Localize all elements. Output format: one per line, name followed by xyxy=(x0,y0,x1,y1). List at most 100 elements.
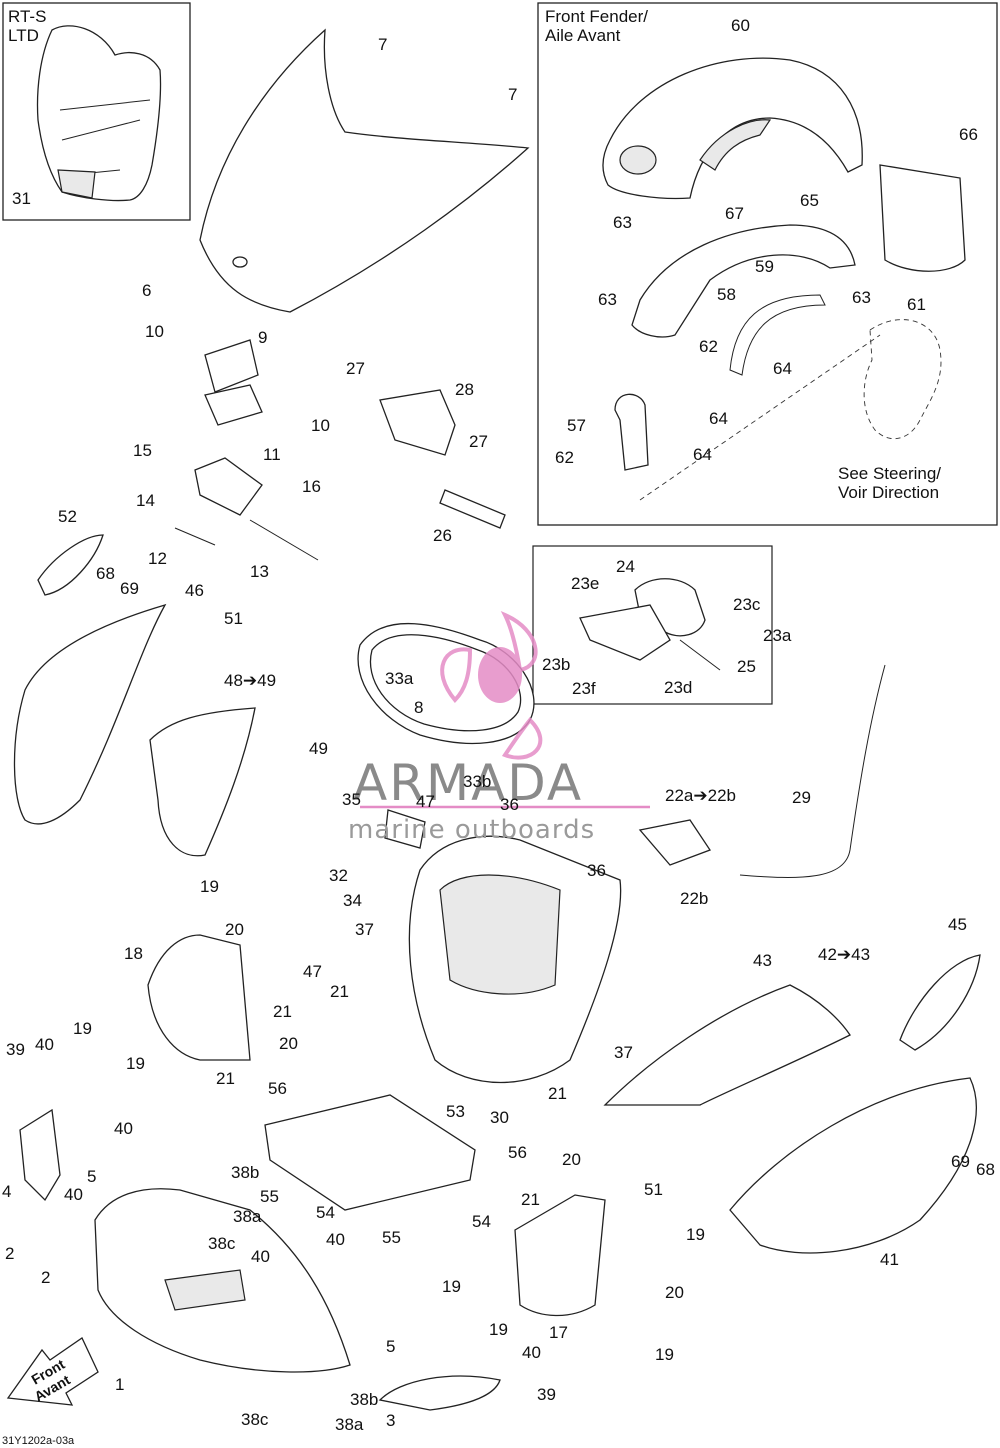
callout-label: 43 xyxy=(753,951,772,970)
callout-label: 19 xyxy=(686,1225,705,1244)
callout-label: 65 xyxy=(800,191,819,210)
callout-label: 27 xyxy=(346,359,365,378)
callout-label: 13 xyxy=(250,562,269,581)
callout-label: 21 xyxy=(216,1069,235,1088)
part-9 xyxy=(204,339,259,393)
callout-label: 63 xyxy=(598,290,617,309)
callout-label: 40 xyxy=(114,1119,133,1138)
callout-label: 64 xyxy=(709,409,728,428)
callout-label: 17 xyxy=(549,1323,568,1342)
callout-label: 36 xyxy=(500,795,519,814)
part-18 xyxy=(147,934,251,1061)
callout-label: 10 xyxy=(311,416,330,435)
callout-label: 51 xyxy=(224,609,243,628)
part-11 xyxy=(194,457,263,516)
part-52 xyxy=(37,534,104,596)
callout-label: 53 xyxy=(446,1102,465,1121)
callout-label: 40 xyxy=(64,1185,83,1204)
callout-label: 30 xyxy=(490,1108,509,1127)
callout-label: 26 xyxy=(433,526,452,545)
callout-label: 54 xyxy=(472,1212,491,1231)
callout-label: 56 xyxy=(508,1143,527,1162)
callout-label: 21 xyxy=(548,1084,567,1103)
callout-label: 24 xyxy=(616,557,635,576)
callout-label: 38c xyxy=(241,1410,269,1429)
part-29-cable xyxy=(739,664,886,878)
callout-label: 29 xyxy=(792,788,811,807)
callout-label: 68 xyxy=(96,564,115,583)
callout-label: 21 xyxy=(521,1190,540,1209)
inset-front-fender: Front Fender/ Aile Avant See Steering/ V… xyxy=(537,2,998,526)
callout-label: 21 xyxy=(330,982,349,1001)
callout-label: 5 xyxy=(386,1337,395,1356)
callout-label: 40 xyxy=(326,1230,345,1249)
callout-label: 38a xyxy=(335,1415,364,1434)
callout-label: 19 xyxy=(200,877,219,896)
callout-label: 4 xyxy=(2,1182,11,1201)
callout-label: 39 xyxy=(6,1040,25,1059)
part-31-shape xyxy=(36,25,162,202)
callout-label: 28 xyxy=(455,380,474,399)
callout-label: 38c xyxy=(208,1234,236,1253)
callout-label: 69 xyxy=(120,579,139,598)
callout-label: 67 xyxy=(725,204,744,223)
callout-label: 19 xyxy=(126,1054,145,1073)
part-59-bracket xyxy=(631,224,856,338)
callout-label: 16 xyxy=(302,477,321,496)
callout-label: 47 xyxy=(416,792,435,811)
callout-label: 55 xyxy=(260,1187,279,1206)
callout-label: 25 xyxy=(737,657,756,676)
callout-label: 20 xyxy=(225,920,244,939)
callout-label: 37 xyxy=(355,920,374,939)
callout-label: 51 xyxy=(644,1180,663,1199)
callout-label: 23f xyxy=(572,679,596,698)
callout-label: 6 xyxy=(142,281,151,300)
callout-label: 56 xyxy=(268,1079,287,1098)
callout-label: 52 xyxy=(58,507,77,526)
callout-label: 58 xyxy=(717,285,736,304)
callout-label: 55 xyxy=(382,1228,401,1247)
inset-rts-title: RT-S xyxy=(8,7,46,26)
inset-throttle xyxy=(532,545,773,705)
part-53 xyxy=(264,1094,476,1211)
callout-label: 48➔49 xyxy=(224,671,276,690)
callout-label: 31 xyxy=(12,189,31,208)
part-35 xyxy=(384,809,426,849)
part-26 xyxy=(439,489,506,529)
callout-label: 23e xyxy=(571,574,599,593)
part-57-tube xyxy=(614,393,649,471)
callout-label: 7 xyxy=(378,35,387,54)
callout-label: 8 xyxy=(414,698,423,717)
callout-label: 14 xyxy=(136,491,155,510)
callout-label: 38b xyxy=(350,1390,378,1409)
watermark-logo xyxy=(440,611,543,760)
callout-label: 21 xyxy=(273,1002,292,1021)
callout-label: 38b xyxy=(231,1163,259,1182)
callout-label: 1 xyxy=(115,1375,124,1394)
callout-label: 15 xyxy=(133,441,152,460)
part-45 xyxy=(899,954,981,1051)
inset-rts-ltd: RT-S LTD xyxy=(2,2,191,221)
callout-label: 59 xyxy=(755,257,774,276)
diagram-code: 31Y1202a-03a xyxy=(2,1435,75,1447)
callout-label: 37 xyxy=(614,1043,633,1062)
callout-label: 62 xyxy=(699,337,718,356)
callout-label: 57 xyxy=(567,416,586,435)
watermark-tagline: marine outboards xyxy=(348,815,595,845)
callout-label: 20 xyxy=(279,1034,298,1053)
callout-label: 33b xyxy=(463,772,491,791)
callout-label: 19 xyxy=(655,1345,674,1364)
callout-label: 19 xyxy=(489,1320,508,1339)
callout-label: 64 xyxy=(693,445,712,464)
callout-label: 7 xyxy=(508,85,517,104)
callout-label: 46 xyxy=(185,581,204,600)
callout-label: 36 xyxy=(587,861,606,880)
part-46 xyxy=(13,603,167,825)
part-42 xyxy=(603,984,851,1106)
callout-label: 22a➔22b xyxy=(665,786,736,805)
fender-title-1: Front Fender/ xyxy=(545,7,648,26)
watermark-brand: ARMADA xyxy=(353,754,583,812)
part-28 xyxy=(379,389,456,456)
callout-label: 2 xyxy=(41,1268,50,1287)
